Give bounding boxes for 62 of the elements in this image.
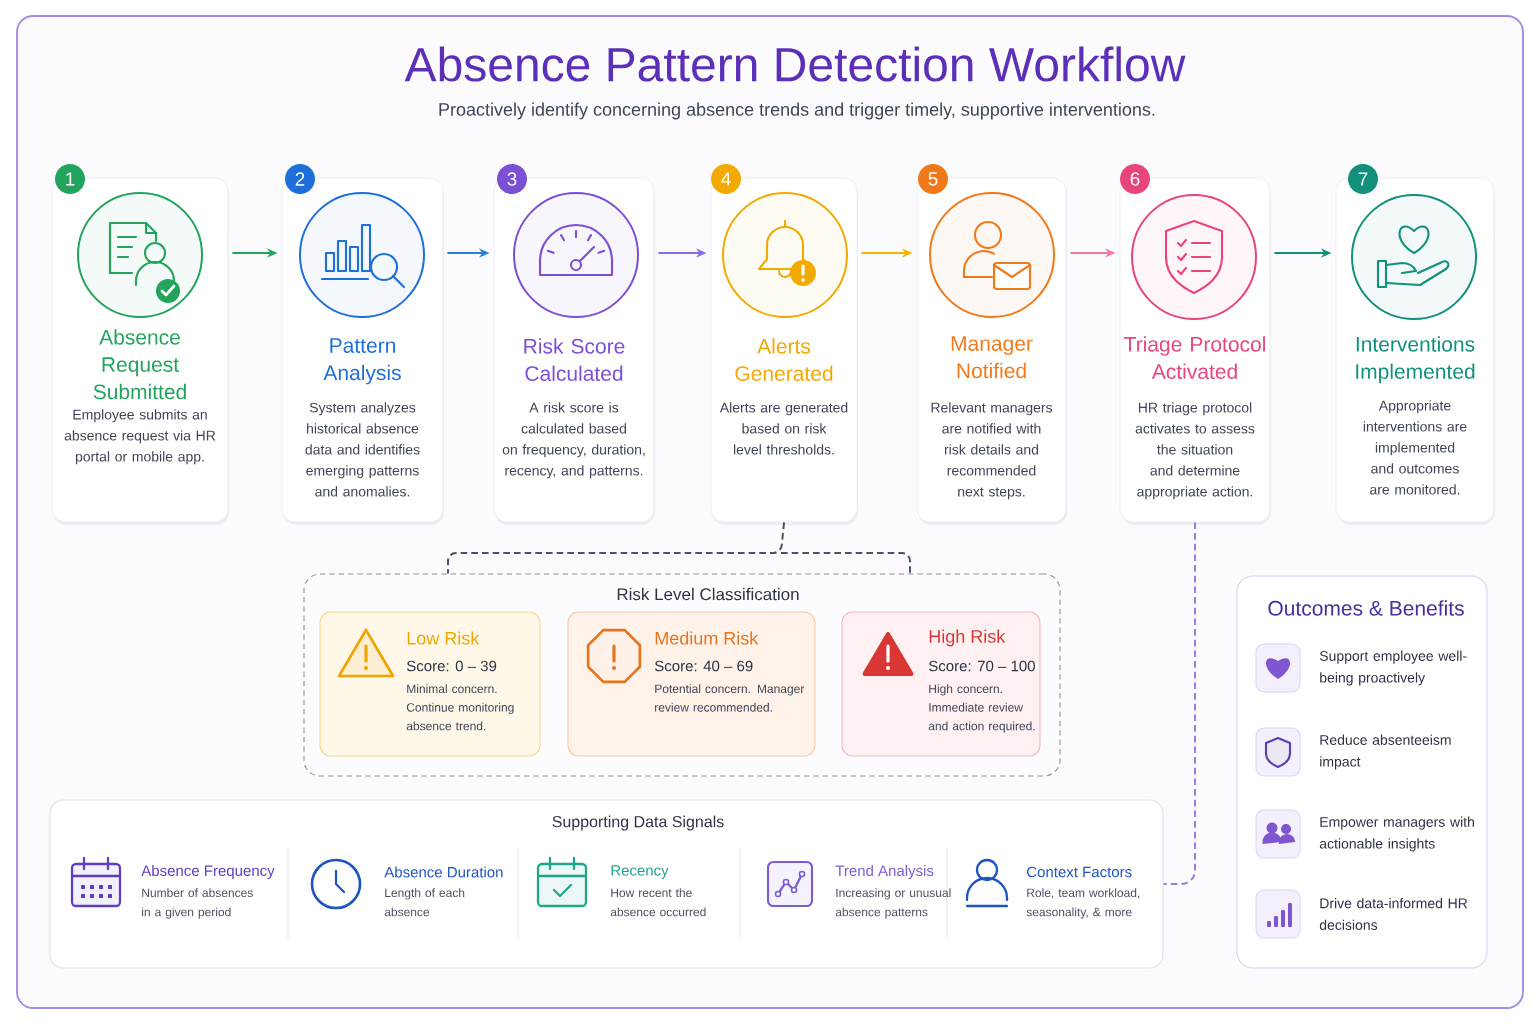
number-badge: 6 bbox=[1120, 164, 1150, 194]
number-badge: 7 bbox=[1348, 164, 1378, 194]
signal-description: Increasing or unusual absence patterns bbox=[835, 888, 951, 919]
panel bbox=[1236, 575, 1488, 969]
step-title: Absence Request Submitted bbox=[93, 329, 186, 400]
signal-title: Absence Duration bbox=[384, 866, 503, 878]
number-badge: 5 bbox=[918, 164, 948, 194]
step-description: HR triage protocol activates to assess the situation and determine appropriate action. bbox=[1135, 402, 1255, 500]
step-card bbox=[493, 164, 655, 525]
step-card bbox=[1119, 164, 1271, 525]
risk-title: Low Risk bbox=[407, 631, 480, 645]
signal-description: Role, team workload, seasonality, & more bbox=[1026, 888, 1140, 919]
score-text: Score: 0 – 39 bbox=[406, 660, 497, 672]
risk-title: High Risk bbox=[929, 629, 1006, 647]
step-card bbox=[710, 164, 858, 525]
step-description: System analyzes historical absence data and identifies emerging patterns and anomalies. bbox=[305, 402, 420, 497]
panel bbox=[49, 799, 1164, 969]
benefit-text: Support employee well-being proactively bbox=[1319, 650, 1467, 686]
step-description: Alerts are generated based on risk level thresholds. bbox=[719, 402, 848, 455]
number-badge: 3 bbox=[497, 164, 527, 194]
signal-description: Number of absences in a given period bbox=[142, 888, 253, 919]
step-title: Risk Score Calculated bbox=[524, 338, 625, 381]
step-card bbox=[1335, 164, 1495, 525]
risk-card bbox=[841, 611, 1041, 757]
step-description: Relevant managers are notified with risk details and recommended next steps. bbox=[931, 402, 1053, 500]
signal-title: Trend Analysis bbox=[835, 865, 934, 879]
panel-title: Supporting Data Signals bbox=[552, 815, 724, 831]
number-badge: 1 bbox=[55, 164, 85, 194]
risk-description: High concern. Immediate review and action required. bbox=[928, 684, 1035, 733]
step-title: Manager Notified bbox=[951, 336, 1033, 379]
connector-line bbox=[1162, 521, 1196, 885]
step-title: Pattern Analysis bbox=[323, 338, 401, 385]
step-title: Alerts Generated bbox=[735, 338, 833, 381]
step-title: Interventions Implemented bbox=[1356, 336, 1475, 384]
score-text: Score: 40 – 69 bbox=[654, 660, 753, 672]
number-badge: 2 bbox=[285, 164, 315, 194]
risk-card bbox=[319, 611, 541, 757]
title: Absence Pattern Detection Workflow bbox=[404, 46, 1186, 82]
step-description: Employee submits an absence request via HR portal or mobile app. bbox=[64, 409, 216, 465]
panel-title: Risk Level Classification bbox=[617, 587, 799, 601]
subtitle: Proactively identify concerning absence trends and trigger timely, supportive interventions. bbox=[439, 102, 1155, 120]
step-title: Triage Protocol Activated bbox=[1124, 336, 1265, 379]
signal-title: Recency bbox=[611, 865, 669, 879]
risk-title: Medium Risk bbox=[655, 631, 759, 645]
signal-title: Absence Frequency bbox=[141, 865, 275, 879]
risk-description: Potential concern. Manager review recommended. bbox=[655, 684, 805, 712]
step-description: A risk score is calculated based on frequency, duration, recency, and patterns. bbox=[502, 402, 645, 479]
step-description: Appropriate interventions are implemented and outcomes are monitored. bbox=[1363, 400, 1467, 495]
benefit-text: Empower managers with actionable insights bbox=[1319, 816, 1474, 852]
score-text: Score: 70 – 100 bbox=[928, 660, 1035, 672]
signal-title: Context Factors bbox=[1027, 866, 1132, 878]
step-card bbox=[916, 164, 1067, 525]
signal-description: How recent the absence occurred bbox=[610, 888, 706, 917]
benefit-text: Reduce absenteeism impact bbox=[1320, 734, 1451, 770]
risk-card bbox=[567, 611, 816, 757]
number-badge: 4 bbox=[711, 164, 741, 194]
benefit-text: Drive data-informed HR decisions bbox=[1319, 898, 1468, 930]
panel-title: Outcomes & Benefits bbox=[1268, 600, 1464, 616]
risk-description: Minimal concern. Continue monitoring absence trend. bbox=[406, 684, 514, 731]
step-card bbox=[281, 164, 444, 525]
step-card bbox=[51, 164, 229, 525]
signal-description: Length of each absence bbox=[384, 888, 465, 917]
